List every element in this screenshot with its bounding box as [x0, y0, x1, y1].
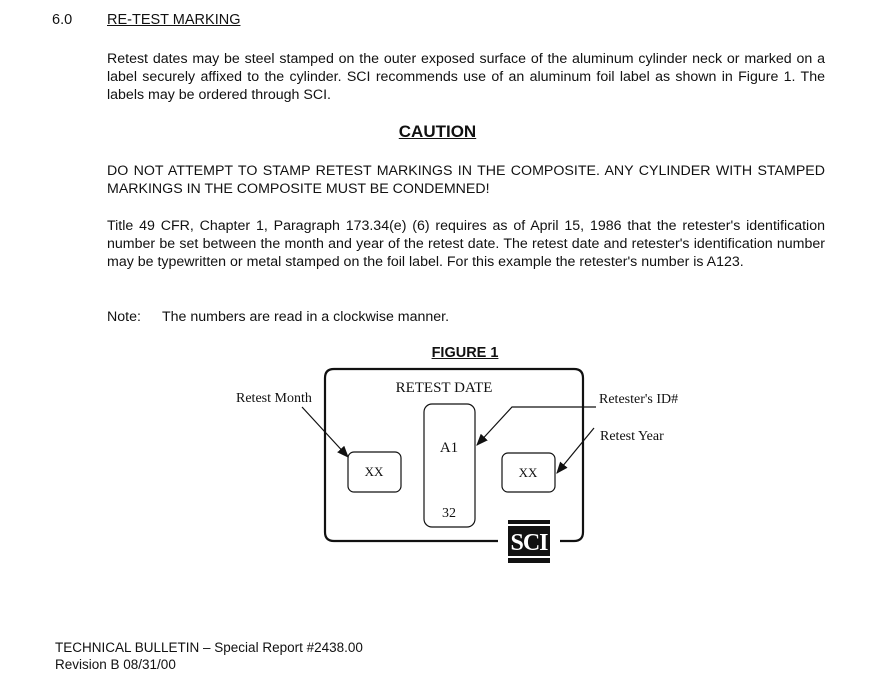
section-number: 6.0 — [52, 12, 73, 28]
year-box — [501, 452, 556, 493]
caution-paragraph: DO NOT ATTEMPT TO STAMP RETEST MARKINGS … — [107, 163, 825, 197]
callout-retest-year: Retest Year — [600, 429, 664, 444]
figure-title: FIGURE 1 — [431, 345, 499, 361]
footer-revision: Revision B 08/31/00 — [55, 657, 176, 672]
retester-id-top: A1 — [440, 440, 458, 456]
label-header: RETEST DATE — [396, 380, 493, 396]
svg-text:SCI: SCI — [510, 530, 548, 556]
month-box — [347, 451, 402, 493]
intro-paragraph: Retest dates may be steel stamped on the… — [107, 51, 825, 103]
retester-id-box — [423, 403, 476, 528]
note-label: Note: — [107, 309, 141, 325]
caution-heading: CAUTION — [398, 122, 477, 141]
retester-id-bottom: 32 — [442, 506, 456, 521]
sci-logo: SCI — [508, 520, 550, 563]
callout-retest-month: Retest Month — [236, 391, 312, 406]
month-value: XX — [365, 464, 384, 479]
callout-arrow-year — [556, 427, 595, 474]
note-text: The numbers are read in a clockwise mann… — [162, 309, 450, 325]
footer-bulletin: TECHNICAL BULLETIN – Special Report #243… — [55, 640, 363, 655]
section-title: RE-TEST MARKING — [107, 12, 241, 28]
regulation-paragraph: Title 49 CFR, Chapter 1, Paragraph 173.3… — [107, 218, 825, 270]
callout-retester-id: Retester's ID# — [599, 392, 678, 407]
year-value: XX — [519, 465, 538, 480]
callout-arrow-id — [476, 406, 596, 446]
callout-arrow-month — [301, 406, 349, 458]
label-outline — [323, 367, 585, 543]
